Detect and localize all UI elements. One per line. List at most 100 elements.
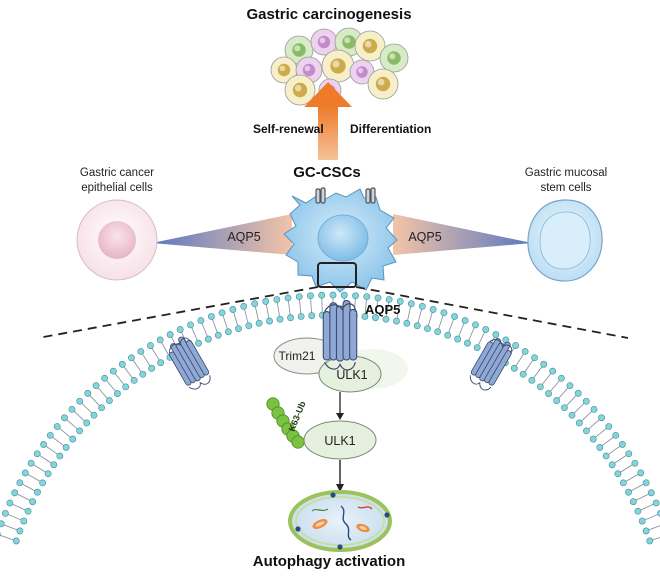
lipid-head [419, 303, 425, 309]
lipid-head [583, 398, 589, 404]
cluster-cell-highlight [333, 61, 340, 68]
lipid-head [537, 384, 543, 390]
lipid-head [157, 337, 163, 343]
lipid-head [252, 301, 258, 307]
lipid-head [110, 368, 116, 374]
lipid-head [404, 320, 410, 326]
lipid-head [520, 371, 526, 377]
lipid-head [613, 432, 619, 438]
lipid-head [615, 471, 621, 477]
lipid-head [541, 361, 547, 367]
lipid-head [522, 348, 528, 354]
label-aqp5-right: AQP5 [408, 230, 441, 244]
cluster-cell-highlight [320, 38, 326, 44]
cluster-cell-highlight [358, 68, 363, 73]
lipid-head [93, 383, 99, 389]
lipid-head [511, 365, 517, 371]
lipid-head [591, 406, 597, 412]
lipid-head [158, 360, 164, 366]
lipid-head [34, 451, 40, 457]
lipid-head [435, 329, 441, 335]
label-ulk1-lower: ULK1 [324, 434, 355, 448]
cluster-cell-highlight [280, 66, 286, 72]
label-k63-ub: K63-Ub [287, 399, 308, 432]
lipid-head [653, 500, 659, 506]
autophagosome [290, 492, 390, 550]
lipid-head [219, 310, 225, 316]
gastric-mucosal-stem-cell [528, 200, 602, 281]
lipid-head [464, 340, 470, 346]
cluster-cell-highlight [365, 41, 372, 48]
lipid-head [45, 471, 51, 477]
cluster-cell-highlight [294, 45, 300, 51]
lipid-head [40, 480, 46, 486]
lipid-head [630, 499, 636, 505]
lipid-head [225, 329, 231, 335]
label-trim21: Trim21 [279, 349, 316, 363]
lipid-head [408, 301, 414, 307]
lipid-head [606, 423, 612, 429]
lipid-head [17, 480, 23, 486]
lipid-head [638, 470, 644, 476]
lipid-head [296, 294, 302, 300]
lipid-head [597, 444, 603, 450]
lipid-head [424, 326, 430, 332]
lipid-head [274, 296, 280, 302]
lipid-head [309, 313, 315, 319]
lipid-head [639, 518, 645, 524]
lipid-head [187, 322, 193, 328]
lipid-head [620, 480, 626, 486]
channel-helix [323, 312, 330, 360]
lipid-head [7, 500, 13, 506]
lipid-head [648, 490, 654, 496]
lipid-head [307, 293, 313, 299]
lipid-head [61, 415, 67, 421]
channel-helix [350, 309, 357, 360]
aqp5-channel-center [323, 301, 356, 370]
lipid-head [635, 508, 641, 514]
aqp5-channel-left [164, 334, 213, 393]
lipid-head [576, 420, 582, 426]
lipid-head [34, 489, 40, 495]
channel-helix [336, 306, 343, 361]
gc-csc-cell [284, 188, 397, 292]
label-self-renewal: Self-renewal [253, 122, 324, 136]
lipid-head [277, 316, 283, 322]
lipid-head [451, 313, 457, 319]
title-gastric-carcinogenesis: Gastric carcinogenesis [246, 6, 411, 23]
lipid-head [531, 355, 537, 361]
lipid-head [230, 306, 236, 312]
cluster-cell-highlight [378, 79, 385, 86]
gastric-cancer-epithelial-cell [77, 200, 157, 280]
lipid-head [319, 292, 325, 298]
lipid-head [529, 377, 535, 383]
label-right-cell-line1: Gastric mucosal [525, 167, 607, 179]
ulk1-lower-protein: ULK1 [304, 421, 376, 459]
lipid-head [352, 293, 358, 299]
label-gc-cscs: GC-CSCs [293, 164, 361, 181]
lipid-head [76, 428, 82, 434]
lipid-head [493, 331, 499, 337]
lipid-head [101, 375, 107, 381]
lipid-head [625, 489, 631, 495]
lipid-head [40, 441, 46, 447]
lipid-head [266, 318, 272, 324]
lipid-head [167, 331, 173, 337]
lipid-head [364, 294, 370, 300]
lipid-head [474, 345, 480, 351]
lipid-head [455, 336, 461, 342]
lipid-head [241, 303, 247, 309]
lipid-head [47, 432, 53, 438]
lipid-head [91, 412, 97, 418]
lipid-head [472, 322, 478, 328]
lipid-head [287, 315, 293, 321]
lipid-head [63, 444, 69, 450]
lipid-head [198, 317, 204, 323]
lipid-head [263, 298, 269, 304]
lipid-head [70, 436, 76, 442]
label-aqp5-membrane: AQP5 [365, 302, 400, 317]
lipid-head [140, 371, 146, 377]
label-left-cell-line2: epithelial cells [81, 182, 153, 194]
lipid-head [30, 499, 36, 505]
